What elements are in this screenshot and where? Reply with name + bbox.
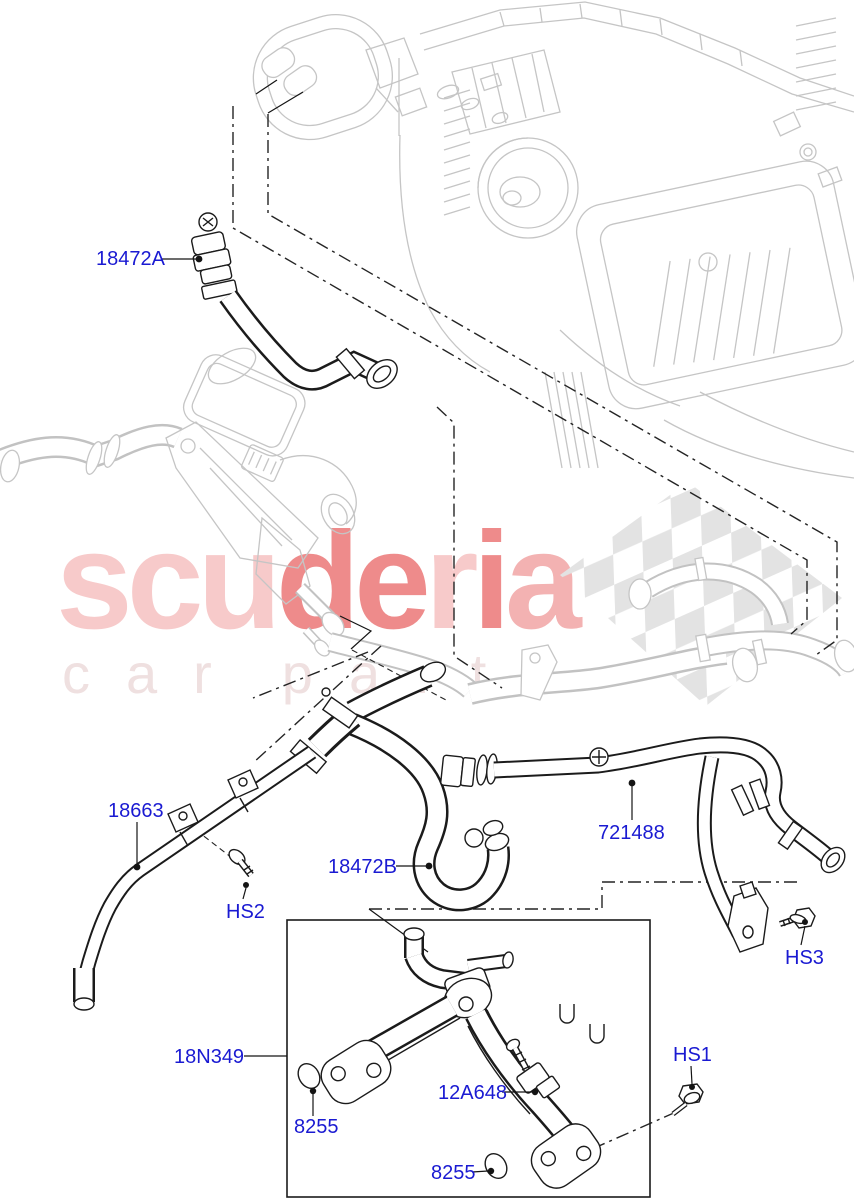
screw-HS2-art: [228, 848, 254, 878]
brand-letter: c: [126, 504, 204, 658]
callout-12A648[interactable]: 12A648: [438, 1082, 507, 1104]
reference-lines: [195, 79, 838, 1150]
brand-watermark: scuderia: [56, 512, 582, 650]
brand-letter: d: [275, 504, 360, 658]
callout-18N349[interactable]: 18N349: [174, 1046, 245, 1068]
part-detail-box: [286, 919, 651, 1198]
hvac-unit-art: [398, 1, 854, 479]
brand-sub-word1: car: [62, 642, 248, 705]
fuel-fired-heater-art: [0, 347, 357, 657]
brand-letter: e: [354, 504, 431, 658]
callout-HS3[interactable]: HS3: [785, 947, 824, 969]
callout-HS2[interactable]: HS2: [226, 901, 265, 923]
pipe-18663-and-hose-18472B-art: [73, 661, 510, 1011]
brand-letter: u: [197, 504, 282, 658]
callout-721488[interactable]: 721488: [598, 822, 665, 844]
callout-HS1[interactable]: HS1: [673, 1044, 712, 1066]
callout-leaders: [133, 255, 808, 1175]
bolt-HS3-art: [779, 907, 816, 929]
hose-18472A-art: [190, 212, 398, 391]
sensor-12A648-art: [505, 1038, 561, 1099]
callout-18663[interactable]: 18663: [108, 800, 164, 822]
heater-tube-18N349-art: [297, 927, 605, 1189]
brand-letter: s: [56, 504, 133, 658]
hose-721488-art: [440, 736, 846, 953]
brand-letter: i: [472, 504, 511, 658]
callout-8255-upper[interactable]: 8255: [294, 1116, 339, 1138]
callout-18472A[interactable]: 18472A: [96, 248, 165, 270]
brand-letter: r: [424, 504, 479, 658]
callout-18472B[interactable]: 18472B: [328, 856, 397, 878]
bolt-HS1-art: [671, 1083, 704, 1116]
callout-8255-lower[interactable]: 8255: [431, 1162, 476, 1184]
